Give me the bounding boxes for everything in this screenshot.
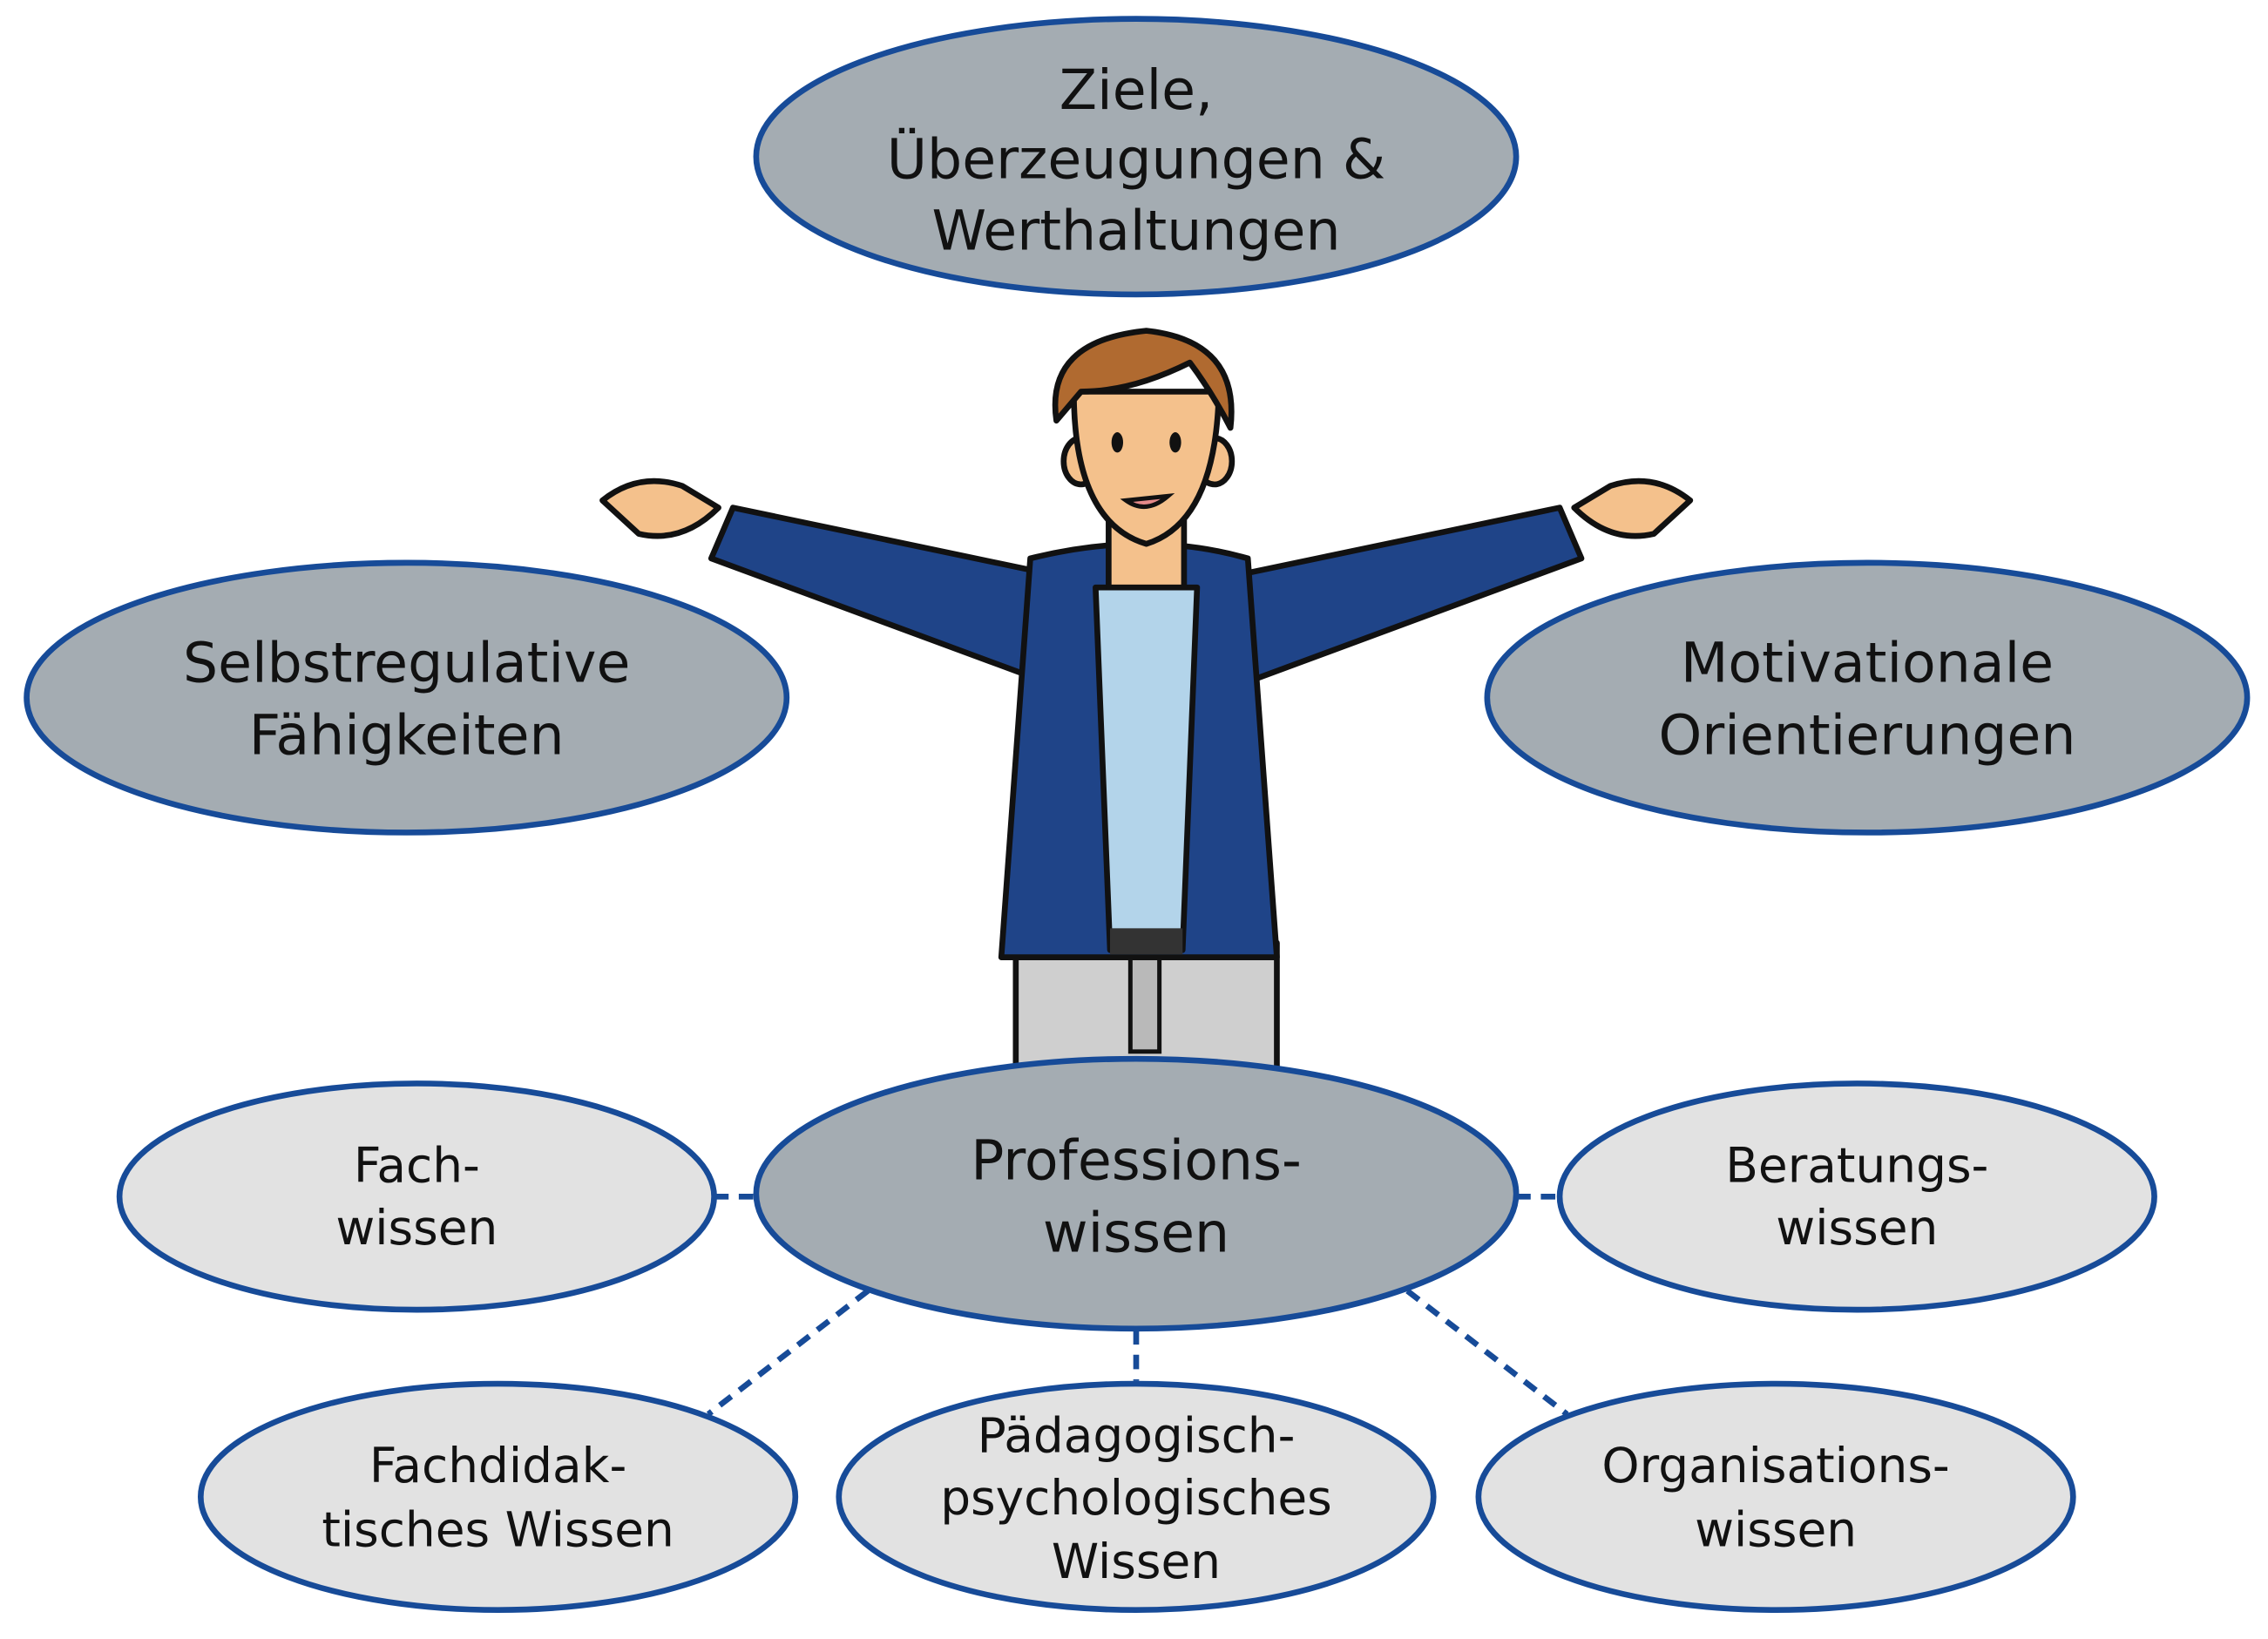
- svg-text:Organisations-wissen: Organisations-wissen: [1601, 1438, 1949, 1557]
- svg-text:Ziele,Überzeugungen &Werthaltu: Ziele,Überzeugungen &Werthaltungen: [887, 58, 1385, 262]
- node-fachdidaktik: Fachdidak-tisches Wissen: [197, 1380, 799, 1614]
- svg-text:Beratungs-wissen: Beratungs-wissen: [1725, 1138, 1988, 1256]
- right-hand: [1571, 477, 1694, 539]
- connectors: [706, 1193, 1569, 1417]
- node-center: Professions-wissen: [753, 1055, 1520, 1332]
- svg-text:Fach-wissen: Fach-wissen: [335, 1138, 498, 1256]
- node-organisation: Organisations-wissen: [1475, 1380, 2076, 1614]
- node-top: Ziele,Überzeugungen &Werthaltungen: [753, 16, 1520, 298]
- hair: [1052, 328, 1235, 431]
- svg-text:Fachdidak-tisches Wissen: Fachdidak-tisches Wissen: [322, 1438, 674, 1557]
- svg-text:Professions-wissen: Professions-wissen: [971, 1128, 1302, 1264]
- person-illustration: [599, 328, 1694, 1091]
- left-hand: [599, 477, 721, 539]
- node-fach: Fach-wissen: [116, 1080, 717, 1313]
- connector-fachdidaktik: [706, 1288, 870, 1417]
- connector-organisation: [1405, 1288, 1569, 1417]
- face: [1071, 389, 1222, 547]
- node-beratung: Beratungs-wissen: [1556, 1080, 2157, 1313]
- shirt: [1093, 584, 1201, 953]
